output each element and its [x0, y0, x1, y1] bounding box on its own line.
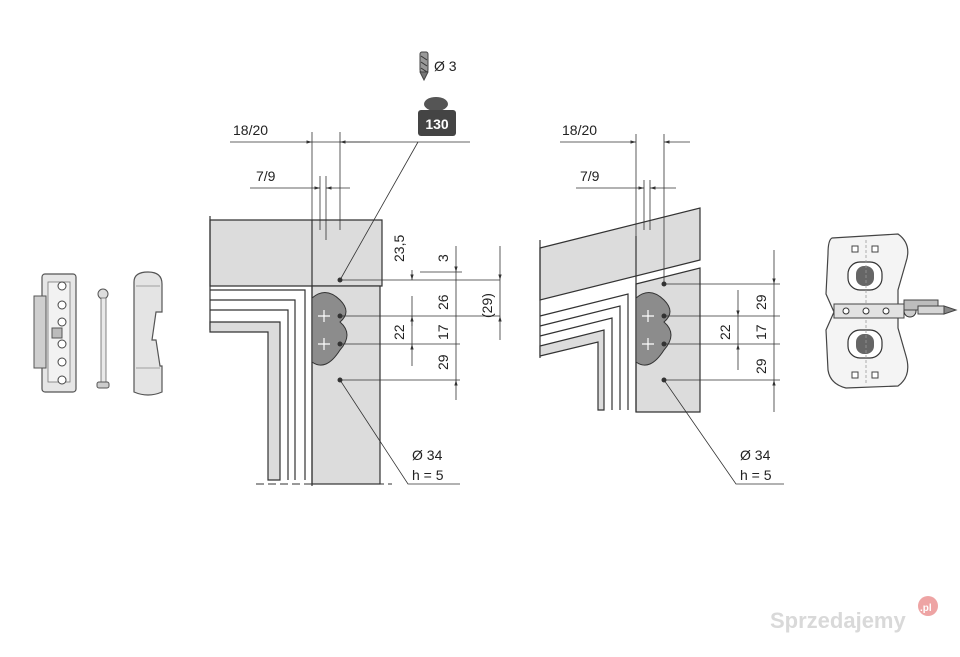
- torque-weight-icon: [418, 97, 456, 136]
- left-frame-width-dim: 18/20: [233, 122, 268, 138]
- drilling-template-part: [825, 233, 958, 389]
- watermark-badge-icon: [918, 596, 938, 616]
- right-inner-width-dim: 7/9: [580, 168, 600, 184]
- right-dim-29-top: 29: [753, 294, 769, 310]
- left-dim-26: 26: [435, 294, 451, 310]
- left-offset-top-dim: 23,5: [391, 235, 407, 262]
- right-dim-22: 22: [717, 324, 733, 340]
- drill-diameter-label: Ø 3: [434, 58, 457, 74]
- left-bore-depth: h = 5: [412, 467, 444, 483]
- right-dim-29-bottom: 29: [753, 358, 769, 374]
- right-dim-17: 17: [753, 324, 769, 340]
- right-frame-width-dim: 18/20: [562, 122, 597, 138]
- left-dim-17: 17: [435, 324, 451, 340]
- right-bore-depth: h = 5: [740, 467, 772, 483]
- left-section-view: [209, 132, 502, 486]
- watermark-text: Sprzedajemy: [770, 608, 906, 633]
- hinge-pin-part: [96, 288, 110, 389]
- torque-value: 130: [425, 116, 449, 132]
- hinge-cover-part: [133, 271, 163, 396]
- left-dim-paren-29: (29): [479, 293, 495, 318]
- left-bore-diameter: Ø 34: [412, 447, 443, 463]
- watermark-suffix: .pl: [920, 603, 932, 614]
- right-section-view: [539, 134, 784, 485]
- drill-bit-icon: [419, 51, 429, 82]
- left-dim-29: 29: [435, 354, 451, 370]
- left-dim-22: 22: [391, 324, 407, 340]
- hinge-plate-part: [33, 273, 77, 393]
- right-bore-diameter: Ø 34: [740, 447, 771, 463]
- left-inner-width-dim: 7/9: [256, 168, 276, 184]
- left-dim-3: 3: [435, 254, 451, 262]
